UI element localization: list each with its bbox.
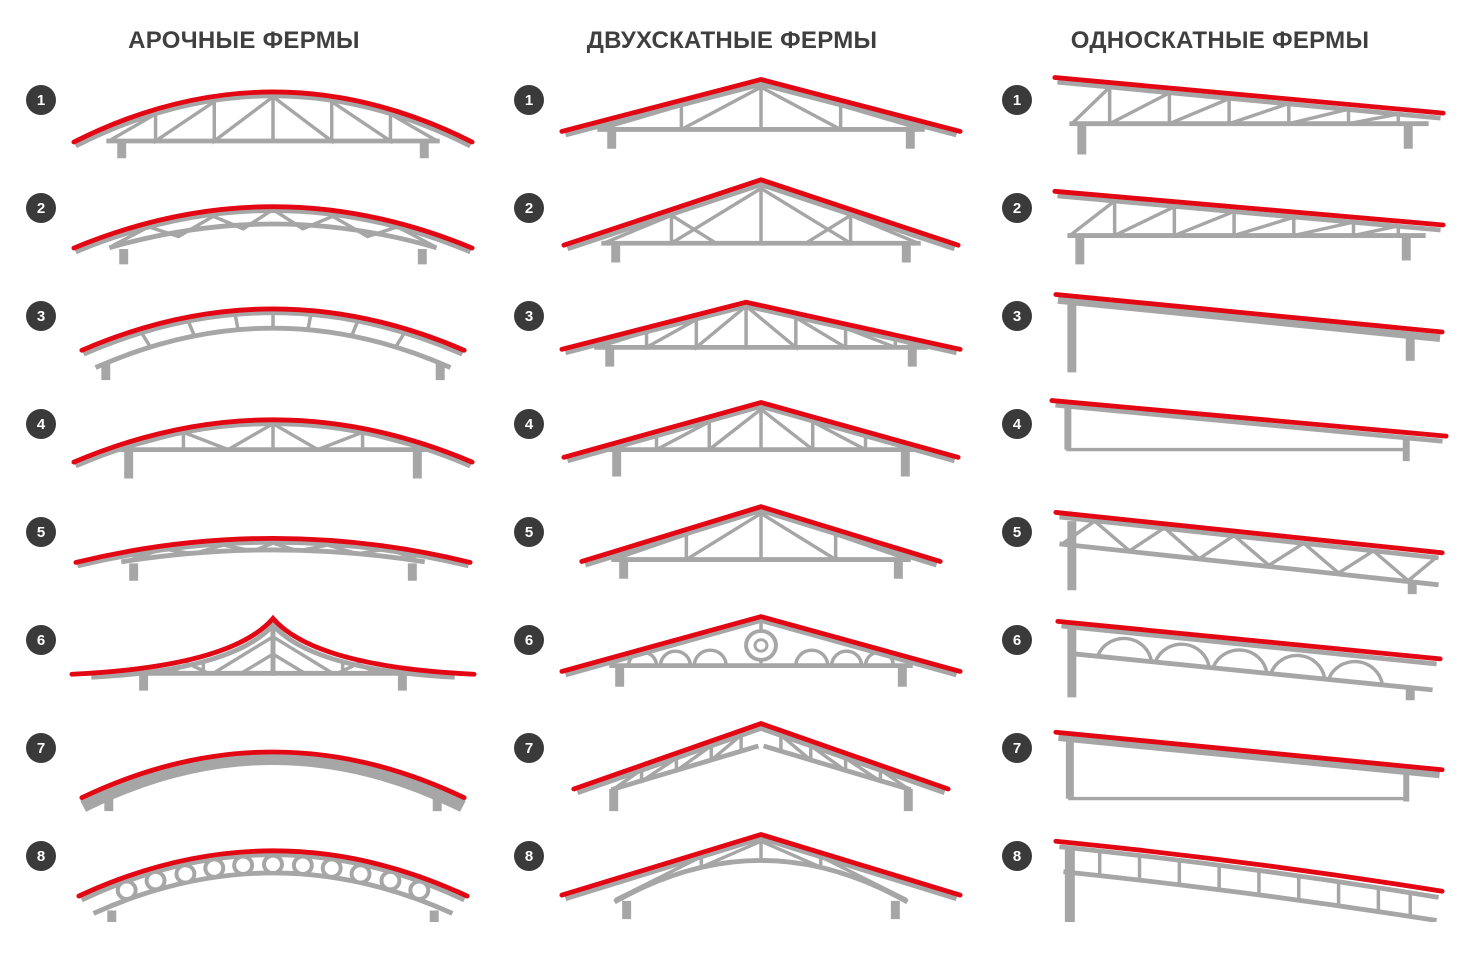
row-number-badge: 2 [1002, 193, 1032, 223]
row-number-badge: 4 [1002, 409, 1032, 439]
arched-truss-6-diagram [69, 614, 477, 691]
truss-row: 8 [488, 818, 976, 926]
truss-row: 6 [0, 602, 488, 710]
column-title-gable: ДВУХСКАТНЫЕ ФЕРМЫ [586, 27, 878, 54]
row-number-badge: 6 [26, 625, 56, 655]
truss-row: 2 [488, 170, 976, 278]
arched-truss-1-diagram [71, 89, 475, 159]
row-number-badge: 2 [26, 193, 56, 223]
gable-truss-7-diagram [571, 721, 951, 812]
gable-truss-6-diagram [559, 614, 963, 687]
column-monopitch-trusses: ОДНОСКАТНЫЕ ФЕРМЫ 1 2 3 [976, 0, 1464, 964]
column-title-arched: АРОЧНЫЕ ФЕРМЫ [128, 27, 360, 54]
monopitch-truss-6-diagram [1055, 618, 1443, 701]
row-number-badge: 1 [26, 85, 56, 115]
monopitch-truss-5-diagram [1053, 510, 1445, 595]
monopitch-truss-1-diagram [1052, 75, 1446, 155]
row-number-badge: 7 [514, 733, 544, 763]
row-number-badge: 1 [514, 85, 544, 115]
truss-row: 3 [976, 278, 1464, 386]
column-gable-trusses: ДВУХСКАТНЫЕ ФЕРМЫ 1 2 3 [488, 0, 976, 964]
truss-row: 5 [488, 494, 976, 602]
gable-truss-8-diagram [559, 831, 963, 920]
truss-row: 6 [976, 602, 1464, 710]
truss-row: 1 [0, 62, 488, 170]
truss-row: 4 [488, 386, 976, 494]
truss-row: 3 [0, 278, 488, 386]
truss-row: 1 [976, 62, 1464, 170]
monopitch-truss-7-diagram [1053, 729, 1445, 802]
truss-row: 5 [0, 494, 488, 602]
row-number-badge: 4 [26, 409, 56, 439]
row-number-badge: 6 [514, 625, 544, 655]
truss-row: 2 [0, 170, 488, 278]
monopitch-truss-2-diagram [1052, 188, 1446, 265]
row-number-badge: 3 [26, 301, 56, 331]
row-number-badge: 8 [26, 841, 56, 871]
column-title-monopitch: ОДНОСКАТНЫЕ ФЕРМЫ [1070, 27, 1370, 54]
arched-truss-3-diagram [79, 306, 467, 381]
arched-truss-2-diagram [71, 204, 475, 265]
monopitch-truss-4-diagram [1049, 398, 1449, 462]
gable-truss-4-diagram [561, 399, 961, 477]
arched-truss-8-diagram [76, 848, 470, 922]
row-number-badge: 3 [1002, 301, 1032, 331]
truss-row: 7 [976, 710, 1464, 818]
row-number-badge: 6 [1002, 625, 1032, 655]
truss-row: 8 [976, 818, 1464, 926]
row-number-badge: 8 [514, 841, 544, 871]
row-number-badge: 5 [26, 517, 56, 547]
truss-row: 3 [488, 278, 976, 386]
gable-truss-1-diagram [559, 76, 963, 149]
truss-row: 4 [976, 386, 1464, 494]
column-arched-trusses: АРОЧНЫЕ ФЕРМЫ 1 2 3 [0, 0, 488, 964]
truss-row: 6 [488, 602, 976, 710]
monopitch-truss-3-diagram [1053, 292, 1445, 373]
gable-truss-5-diagram [579, 504, 943, 579]
gable-truss-3-diagram [559, 299, 963, 367]
row-number-badge: 3 [514, 301, 544, 331]
arched-truss-4-diagram [71, 417, 475, 479]
row-number-badge: 7 [1002, 733, 1032, 763]
row-number-badge: 4 [514, 409, 544, 439]
truss-row: 5 [976, 494, 1464, 602]
row-number-badge: 1 [1002, 85, 1032, 115]
monopitch-truss-8-diagram [1053, 838, 1445, 922]
gable-truss-2-diagram [561, 177, 961, 263]
truss-row: 4 [0, 386, 488, 494]
arched-truss-5-diagram [73, 535, 473, 581]
row-number-badge: 2 [514, 193, 544, 223]
row-number-badge: 5 [514, 517, 544, 547]
arched-truss-7-diagram [79, 749, 467, 812]
row-number-badge: 5 [1002, 517, 1032, 547]
row-number-badge: 7 [26, 733, 56, 763]
truss-row: 7 [488, 710, 976, 818]
truss-row: 7 [0, 710, 488, 818]
row-number-badge: 8 [1002, 841, 1032, 871]
truss-row: 1 [488, 62, 976, 170]
truss-row: 8 [0, 818, 488, 926]
truss-row: 2 [976, 170, 1464, 278]
